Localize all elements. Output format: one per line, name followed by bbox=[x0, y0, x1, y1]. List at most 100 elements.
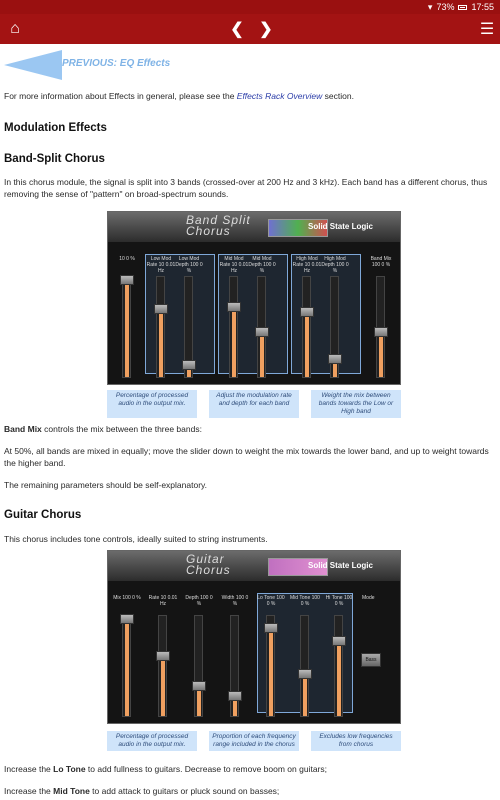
fader-fill bbox=[269, 628, 273, 716]
guitar-description: This chorus includes tone controls, idea… bbox=[4, 534, 268, 544]
intro-paragraph: For more information about Effects in ge… bbox=[4, 91, 354, 101]
nav-bar: ⌂ ❮ ❯ ☰ bbox=[0, 14, 500, 44]
fader-track bbox=[192, 615, 206, 717]
fader-track bbox=[120, 614, 134, 717]
fader-label: Rate 10 0.01 Hz bbox=[148, 595, 178, 607]
bass-mode-button[interactable]: Bass bbox=[361, 653, 381, 667]
fader-knob[interactable] bbox=[156, 651, 170, 661]
fader-knob[interactable] bbox=[192, 681, 206, 691]
fader-knob[interactable] bbox=[120, 275, 134, 285]
battery-label: 73% bbox=[436, 2, 455, 12]
fader-fill bbox=[125, 619, 129, 716]
band-split-heading: Band-Split Chorus bbox=[4, 153, 105, 165]
fader-label: High Mod Rate 10 0.01 Hz bbox=[292, 256, 322, 274]
fader-label: Low Mod Rate 10 0.01 Hz bbox=[146, 256, 176, 274]
wifi-icon: ▾ bbox=[427, 1, 433, 12]
fader-track bbox=[332, 615, 346, 717]
fader-label: Lo Tone 100 0 % bbox=[257, 595, 285, 607]
remaining-params: The remaining parameters should be self-… bbox=[4, 480, 208, 490]
fader-fill bbox=[187, 365, 191, 377]
fader-track bbox=[228, 615, 242, 717]
callout: Proportion of each frequency range inclu… bbox=[209, 731, 299, 751]
fader-track bbox=[328, 276, 342, 378]
fader-knob[interactable] bbox=[300, 307, 314, 317]
fader-fill bbox=[260, 332, 264, 377]
fader-knob[interactable] bbox=[328, 354, 342, 364]
fader-track bbox=[298, 615, 312, 717]
callout: Percentage of processed audio in the out… bbox=[107, 731, 197, 751]
menu-icon[interactable]: ☰ bbox=[479, 21, 495, 38]
battery-icon bbox=[458, 4, 468, 10]
chevron-left-icon[interactable]: ❮ bbox=[230, 21, 244, 38]
fader-label: Hi Tone 100 0 % bbox=[325, 595, 353, 607]
band-split-description: In this chorus module, the signal is spl… bbox=[4, 177, 488, 199]
chevron-right-icon[interactable]: ❯ bbox=[259, 21, 273, 38]
fader-label: Width 100 0 % bbox=[221, 595, 249, 607]
fader-fill bbox=[333, 359, 337, 377]
band-callouts: Percentage of processed audio in the out… bbox=[107, 390, 401, 418]
fader-track bbox=[264, 615, 278, 717]
fader-knob[interactable] bbox=[154, 304, 168, 314]
ssl-logo: Solid State Logic bbox=[308, 561, 373, 570]
fader-track bbox=[374, 276, 388, 378]
fader-knob[interactable] bbox=[374, 327, 388, 337]
fader-knob[interactable] bbox=[120, 614, 134, 624]
previous-page-link[interactable]: PREVIOUS: EQ Effects bbox=[4, 50, 204, 80]
fader-track bbox=[154, 276, 168, 378]
fader-label: Mix 100 0 % bbox=[113, 595, 141, 601]
fader-knob[interactable] bbox=[298, 669, 312, 679]
ssl-logo: Solid State Logic bbox=[308, 222, 373, 231]
band-mix-text: Band Mix controls the mix between the th… bbox=[4, 423, 498, 545]
fader-track bbox=[255, 276, 269, 378]
lo-tone-paragraph: Increase the Lo Tone to add fullness to … bbox=[4, 764, 327, 774]
callout: Weight the mix between bands towards the… bbox=[311, 390, 401, 418]
fader-label: Mid Mod Depth 100 0 % bbox=[248, 256, 276, 274]
band-mix-detail: At 50%, all bands are mixed in equally; … bbox=[4, 446, 489, 468]
guitar-heading: Guitar Chorus bbox=[4, 509, 82, 521]
fader-fill bbox=[125, 280, 129, 377]
band-mix-paragraph: Band Mix controls the mix between the th… bbox=[4, 424, 202, 434]
effects-rack-link[interactable]: Effects Rack Overview bbox=[236, 91, 323, 101]
fader-knob[interactable] bbox=[182, 360, 196, 370]
guitar-art bbox=[268, 558, 328, 576]
fader-label: Depth 100 0 % bbox=[185, 595, 213, 607]
status-bar: ▾ 73% 17:55 bbox=[0, 0, 500, 14]
fader-fill bbox=[305, 312, 309, 377]
fader-label: Low Mod Depth 100 0 % bbox=[175, 256, 203, 274]
fader-label: Mid Mod Rate 10 0.01 Hz bbox=[219, 256, 249, 274]
previous-label: PREVIOUS: EQ Effects bbox=[62, 58, 171, 69]
callout: Excludes low frequencies from chorus bbox=[311, 731, 401, 751]
fader-track bbox=[156, 615, 170, 717]
callout: Percentage of processed audio in the out… bbox=[107, 390, 197, 418]
mode-label: Mode bbox=[362, 595, 375, 601]
band-art bbox=[268, 219, 328, 237]
fader-knob[interactable] bbox=[255, 327, 269, 337]
fader-fill bbox=[233, 696, 237, 716]
fader-fill bbox=[379, 332, 383, 377]
modulation-heading: Modulation Effects bbox=[4, 122, 107, 134]
fader-fill bbox=[337, 641, 341, 716]
fader-label: Band Mix 100 0 % bbox=[370, 256, 392, 268]
callout: Adjust the modulation rate and depth for… bbox=[209, 390, 299, 418]
home-icon[interactable]: ⌂ bbox=[10, 20, 20, 37]
fader-fill bbox=[303, 674, 307, 716]
fader-fill bbox=[232, 307, 236, 377]
fader-track bbox=[300, 276, 314, 378]
fader-knob[interactable] bbox=[264, 623, 278, 633]
fader-knob[interactable] bbox=[227, 302, 241, 312]
fader-fill bbox=[159, 309, 163, 377]
fader-label: Mid Tone 100 0 % bbox=[290, 595, 320, 607]
fader-label: High Mod Depth 100 0 % bbox=[321, 256, 349, 274]
fader-knob[interactable] bbox=[228, 691, 242, 701]
fader-track bbox=[120, 275, 134, 378]
clock: 17:55 bbox=[471, 2, 494, 12]
mid-tone-paragraph: Increase the Mid Tone to add attack to g… bbox=[4, 786, 280, 796]
tone-text: Increase the Lo Tone to add fullness to … bbox=[4, 763, 498, 797]
fader-label: 10 0 % bbox=[119, 256, 135, 262]
fader-knob[interactable] bbox=[332, 636, 346, 646]
arrow-left-icon bbox=[4, 50, 62, 80]
